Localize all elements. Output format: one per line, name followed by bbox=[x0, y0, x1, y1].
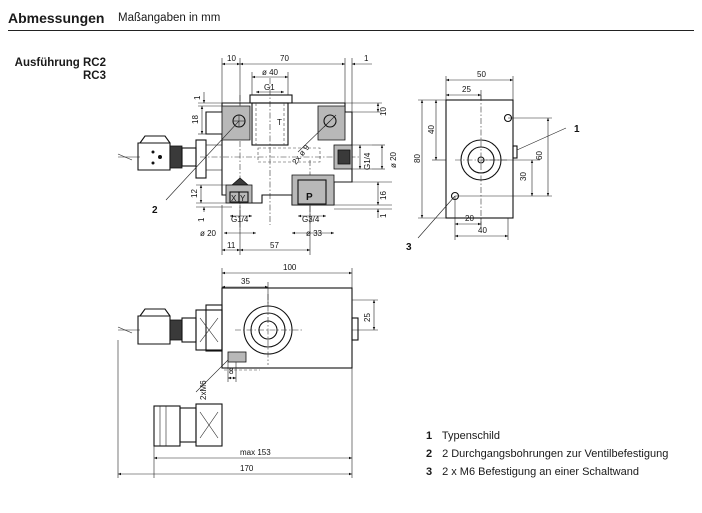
legend-item-2-text: 2 Durchgangsbohrungen zur Ventilbefestig… bbox=[442, 448, 669, 460]
legend-item-3: 3 2 x M6 Befestigung an einer Schaltwand bbox=[426, 463, 668, 481]
dim-right-60: 60 bbox=[535, 151, 544, 160]
dim-top-25: 25 bbox=[462, 85, 471, 94]
dim-170: 170 bbox=[240, 464, 254, 473]
dim-max153: max 153 bbox=[240, 448, 271, 457]
dim-top-right: 1 bbox=[364, 54, 369, 63]
port-block-top bbox=[249, 94, 293, 104]
dim-m6: 2xM6 bbox=[199, 380, 208, 400]
variant-line-1: Ausführung RC2 bbox=[14, 57, 106, 69]
dim-bore-dia: ø 40 bbox=[262, 68, 279, 77]
legend-item-3-num: 3 bbox=[426, 466, 433, 478]
dim-right-30: 30 bbox=[519, 172, 528, 181]
dim-bottom-20: 20 bbox=[465, 214, 474, 223]
dim-side-dia: ø 20 bbox=[389, 151, 398, 168]
dim-left-80: 80 bbox=[413, 154, 422, 163]
dim-35: 35 bbox=[241, 277, 250, 286]
legend-item-1: 1 Typenschild bbox=[426, 427, 668, 445]
dim-right-10: 10 bbox=[379, 107, 388, 116]
dim-bottom-dia33: ø 33 bbox=[306, 229, 323, 238]
port-x-label: X bbox=[231, 194, 237, 203]
legend-item-2: 2 2 Durchgangsbohrungen zur Ventilbefest… bbox=[426, 445, 668, 463]
callout-1: 1 bbox=[574, 124, 580, 135]
dim-100: 100 bbox=[283, 263, 297, 272]
side-body bbox=[445, 99, 514, 219]
port-top-label: G1 bbox=[264, 83, 275, 92]
header-bar: Abmessungen Maßangaben in mm bbox=[8, 8, 694, 31]
dim-bottom-dia20: ø 20 bbox=[200, 229, 217, 238]
dim-top-50: 50 bbox=[477, 70, 486, 79]
dim-left-18: 18 bbox=[191, 115, 200, 124]
dim-left-1: 1 bbox=[193, 95, 202, 100]
page-title: Abmessungen bbox=[8, 10, 105, 26]
dim-right-1: 1 bbox=[379, 213, 388, 218]
legend-item-1-num: 1 bbox=[426, 430, 433, 442]
port-side-label: G1/4 bbox=[363, 152, 372, 170]
dim-left-12: 12 bbox=[190, 189, 199, 198]
port-bottom-mid-label: G3/4 bbox=[302, 215, 320, 224]
dim-top-width: 70 bbox=[280, 54, 289, 63]
callout-2: 2 bbox=[152, 205, 158, 216]
side-view: 50 25 80 40 60 30 20 40 1 3 bbox=[406, 70, 580, 253]
dim-bottom-11: 11 bbox=[227, 241, 236, 250]
dim-holes: 2x ø 9 bbox=[290, 143, 311, 166]
variant-line-2: RC3 bbox=[82, 70, 106, 82]
legend-item-3-text: 2 x M6 Befestigung an einer Schaltwand bbox=[442, 466, 639, 478]
dim-25: 25 bbox=[363, 313, 372, 322]
port-p-label: P bbox=[306, 192, 313, 203]
legend: 1 Typenschild 2 2 Durchgangsbohrungen zu… bbox=[426, 427, 668, 481]
dim-8: 8 bbox=[229, 367, 234, 376]
section-right bbox=[317, 105, 346, 141]
variant-label: Ausführung RC2 RC3 bbox=[8, 57, 106, 83]
solenoid-connector bbox=[137, 142, 171, 171]
dim-left-1b: 1 bbox=[197, 217, 206, 222]
front-view: T P X Y 10 70 1 bbox=[117, 54, 398, 255]
top-view: 8 2xM6 100 35 25 max 153 170 bbox=[117, 263, 378, 478]
callout-3: 3 bbox=[406, 242, 412, 253]
dim-bottom-57: 57 bbox=[270, 241, 279, 250]
dim-top-left: 10 bbox=[227, 54, 236, 63]
dim-right-16: 16 bbox=[379, 191, 388, 200]
dim-bottom-40: 40 bbox=[478, 226, 487, 235]
legend-item-2-num: 2 bbox=[426, 448, 433, 460]
legend-item-1-text: Typenschild bbox=[441, 430, 500, 442]
port-y-label: Y bbox=[240, 194, 246, 203]
dim-left-40: 40 bbox=[427, 125, 436, 134]
page-subtitle: Maßangaben in mm bbox=[118, 12, 221, 24]
port-t-label: T bbox=[277, 118, 282, 127]
